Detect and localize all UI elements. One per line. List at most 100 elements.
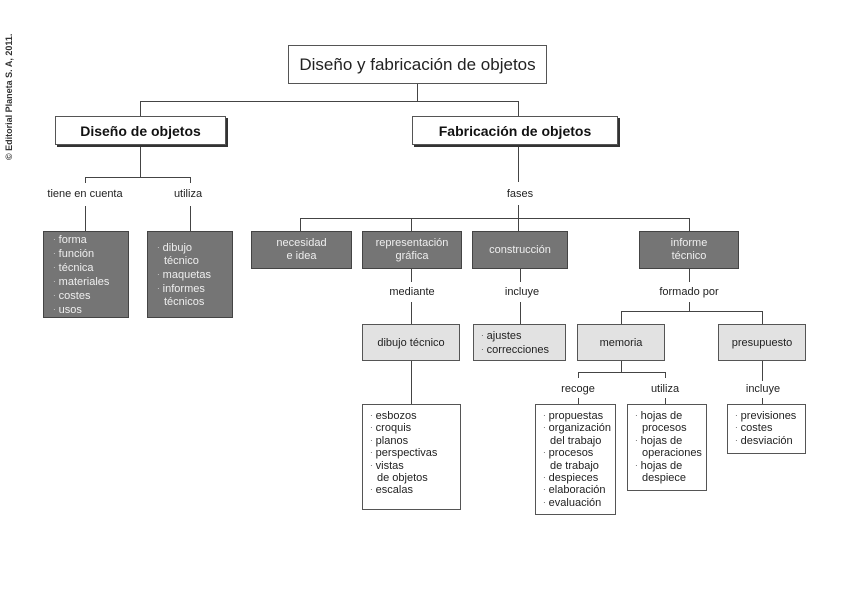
technical-drawing-items: · esbozos·croquis·planos·perspectivas·vis… [362, 404, 461, 510]
list-item-text: escalas [375, 484, 413, 497]
list-item-text: forma [58, 233, 87, 246]
list-item-text: ajustes [486, 329, 522, 342]
list-item: ·técnica [53, 261, 109, 275]
list-item-text: usos [58, 303, 82, 316]
connector-line [520, 302, 521, 324]
connector-line [85, 177, 191, 178]
connector-label-includes: incluye [504, 286, 540, 298]
list-item: ·croquis [370, 422, 437, 434]
root-node: Diseño y fabricación de objetos [288, 45, 547, 84]
list-item-text: costes [58, 289, 91, 302]
connector-line [300, 218, 690, 219]
connector-line [411, 218, 412, 231]
bullet-icon: · [635, 435, 638, 445]
bullet-icon: · [370, 435, 373, 445]
list-item-text: hojas de [640, 434, 683, 447]
list-item-text: hojas de [640, 410, 683, 422]
bullet-icon: · [543, 473, 546, 483]
list-item: ·planos [370, 435, 437, 447]
list-item: ·propuestas [543, 410, 611, 422]
list-item-text: esbozos [375, 410, 417, 422]
connector-line [190, 206, 191, 231]
list-item-text: correcciones [486, 343, 550, 356]
connector-line [85, 177, 86, 183]
list-item-text: del trabajo [550, 434, 602, 447]
bullet-icon: · [481, 330, 484, 340]
list-item: técnico [157, 255, 211, 268]
list-item: ·hojas de [635, 460, 702, 472]
list-item-text: procesos [642, 422, 687, 435]
budget-node: presupuesto [718, 324, 806, 361]
bullet-icon: · [157, 269, 160, 279]
phase-representation-line1: representación [375, 237, 449, 249]
connector-label-by-means: mediante [389, 286, 435, 298]
bullet-icon: · [53, 276, 56, 286]
list-item: ·elaboración [543, 484, 611, 496]
list-item-text: previsiones [740, 410, 797, 422]
bullet-icon: · [543, 411, 546, 420]
bullet-icon: · [53, 262, 56, 272]
connector-line [140, 101, 141, 116]
bullet-icon: · [53, 304, 56, 314]
connector-line [689, 218, 690, 231]
connector-line [417, 84, 418, 102]
list-item: ·despieces [543, 472, 611, 484]
list-item: ·costes [735, 422, 796, 434]
construction-items: ·ajustes·correcciones [473, 324, 566, 361]
bullet-icon: · [543, 423, 546, 433]
list-item: ·vistas [370, 460, 437, 472]
list-item: de trabajo [543, 460, 611, 472]
list-item-text: informes [162, 282, 205, 295]
copyright-notice: © Editorial Planeta S. A, 2011. [4, 33, 14, 160]
list-item: ·dibujo [157, 241, 211, 255]
list-item-text: propuestas [548, 410, 604, 422]
budget-label: presupuesto [731, 336, 793, 349]
design-considers-list: ·forma·función·técnica·materiales·costes… [43, 231, 129, 318]
phase-need-line2: e idea [286, 250, 317, 262]
phase-need-line1: necesidad [276, 237, 327, 249]
bullet-icon: · [543, 448, 546, 458]
list-item-text: croquis [375, 422, 412, 435]
connector-line [621, 311, 622, 324]
list-item: ·evaluación [543, 497, 611, 509]
connector-line [190, 177, 191, 183]
list-item: procesos [635, 422, 702, 434]
bullet-icon: · [543, 485, 546, 495]
connector-line [411, 361, 412, 404]
list-item-text: planos [375, 434, 409, 447]
design-node: Diseño de objetos [55, 116, 226, 145]
phase-report: informe técnico [639, 231, 739, 269]
fabrication-node: Fabricación de objetos [412, 116, 618, 145]
list-item: operaciones [635, 447, 702, 459]
list-item: ·forma [53, 233, 109, 247]
connector-label-collects: recoge [561, 383, 595, 395]
memory-label: memoria [599, 336, 643, 349]
list-item-text: elaboración [548, 484, 606, 497]
connector-line [665, 398, 666, 405]
phase-report-line2: técnico [671, 250, 707, 262]
list-item-text: materiales [58, 275, 110, 288]
connector-line [578, 398, 579, 405]
connector-label-formed-by: formado por [659, 286, 719, 298]
list-item-text: técnico [164, 254, 199, 267]
connector-line [621, 361, 622, 373]
list-item-text: técnica [58, 261, 94, 274]
phase-representation-line2: gráfica [395, 250, 429, 262]
fabrication-title: Fabricación de objetos [438, 122, 592, 139]
list-item-text: despieces [548, 472, 599, 485]
list-item: ·usos [53, 303, 109, 317]
list-item-text: dibujo [162, 241, 193, 254]
list-item: ·informes [157, 282, 211, 296]
list-item: ·escalas [370, 484, 437, 496]
list-item: ·hojas de [635, 410, 702, 422]
bullet-icon: · [157, 242, 160, 252]
memory-node: memoria [577, 324, 665, 361]
connector-line [140, 101, 519, 102]
list-item: ·perspectivas [370, 447, 437, 459]
design-title: Diseño de objetos [80, 122, 201, 139]
bullet-icon: · [735, 435, 738, 445]
bullet-icon: · [543, 497, 546, 507]
list-item: ·hojas de [635, 435, 702, 447]
bullet-icon: · [635, 411, 638, 420]
